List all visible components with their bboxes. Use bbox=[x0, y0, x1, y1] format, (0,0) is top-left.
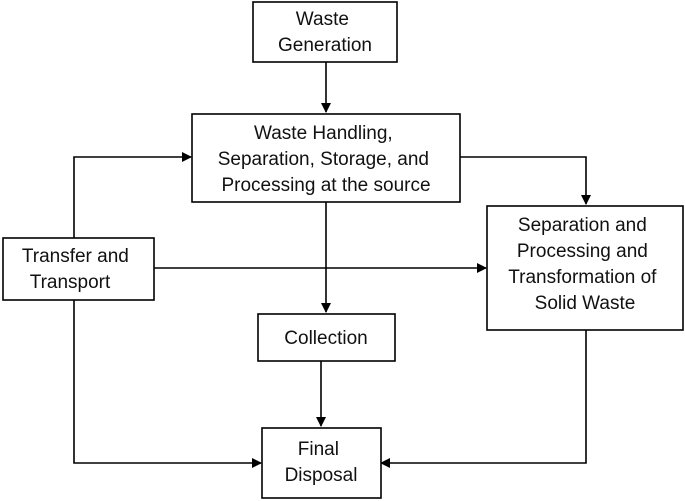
edge-transfer-to-handling bbox=[73, 152, 192, 238]
final-disposal-label-line: Final bbox=[298, 439, 339, 460]
diagram-edges bbox=[73, 62, 591, 468]
transfer-label: Transfer and Transport bbox=[22, 246, 134, 293]
waste-generation-label-line: Generation bbox=[278, 35, 372, 56]
transfer-box bbox=[2, 237, 155, 301]
separation-label-line: Transformation of bbox=[508, 267, 657, 288]
handling-label-line: Processing at the source bbox=[221, 175, 430, 196]
collection-label-line: Collection bbox=[284, 328, 367, 349]
diagram-labels: Waste Generation Waste Handling, Separat… bbox=[22, 9, 661, 486]
separation-label-line: Solid Waste bbox=[535, 293, 636, 314]
handling-label-line: Waste Handling, bbox=[254, 123, 393, 144]
collection-box bbox=[257, 313, 396, 362]
collection-label: Collection bbox=[284, 328, 367, 349]
transfer-label-line: Transfer and bbox=[22, 246, 129, 267]
edge-transfer-to-disposal bbox=[73, 300, 262, 468]
separation-label-line: Processing and bbox=[517, 241, 648, 262]
final-disposal-label-line: Disposal bbox=[285, 465, 358, 486]
waste-generation-box bbox=[252, 1, 398, 63]
final-disposal-box bbox=[261, 427, 382, 499]
separation-label: Separation and Processing and Transforma… bbox=[508, 215, 661, 314]
edge-handling-to-separation bbox=[460, 156, 591, 205]
separation-label-line: Separation and bbox=[518, 215, 647, 236]
handling-box bbox=[191, 113, 461, 203]
separation-box bbox=[486, 205, 684, 331]
waste-generation-label-line: Waste bbox=[296, 9, 349, 30]
handling-label-line: Separation, Storage, and bbox=[218, 149, 429, 170]
handling-label: Waste Handling, Separation, Storage, and… bbox=[218, 123, 435, 196]
waste-generation-label: Waste Generation bbox=[278, 9, 372, 56]
final-disposal-label: Final Disposal bbox=[285, 439, 358, 486]
transfer-label-line: Transport bbox=[30, 272, 111, 293]
edge-separation-to-disposal bbox=[380, 330, 587, 468]
